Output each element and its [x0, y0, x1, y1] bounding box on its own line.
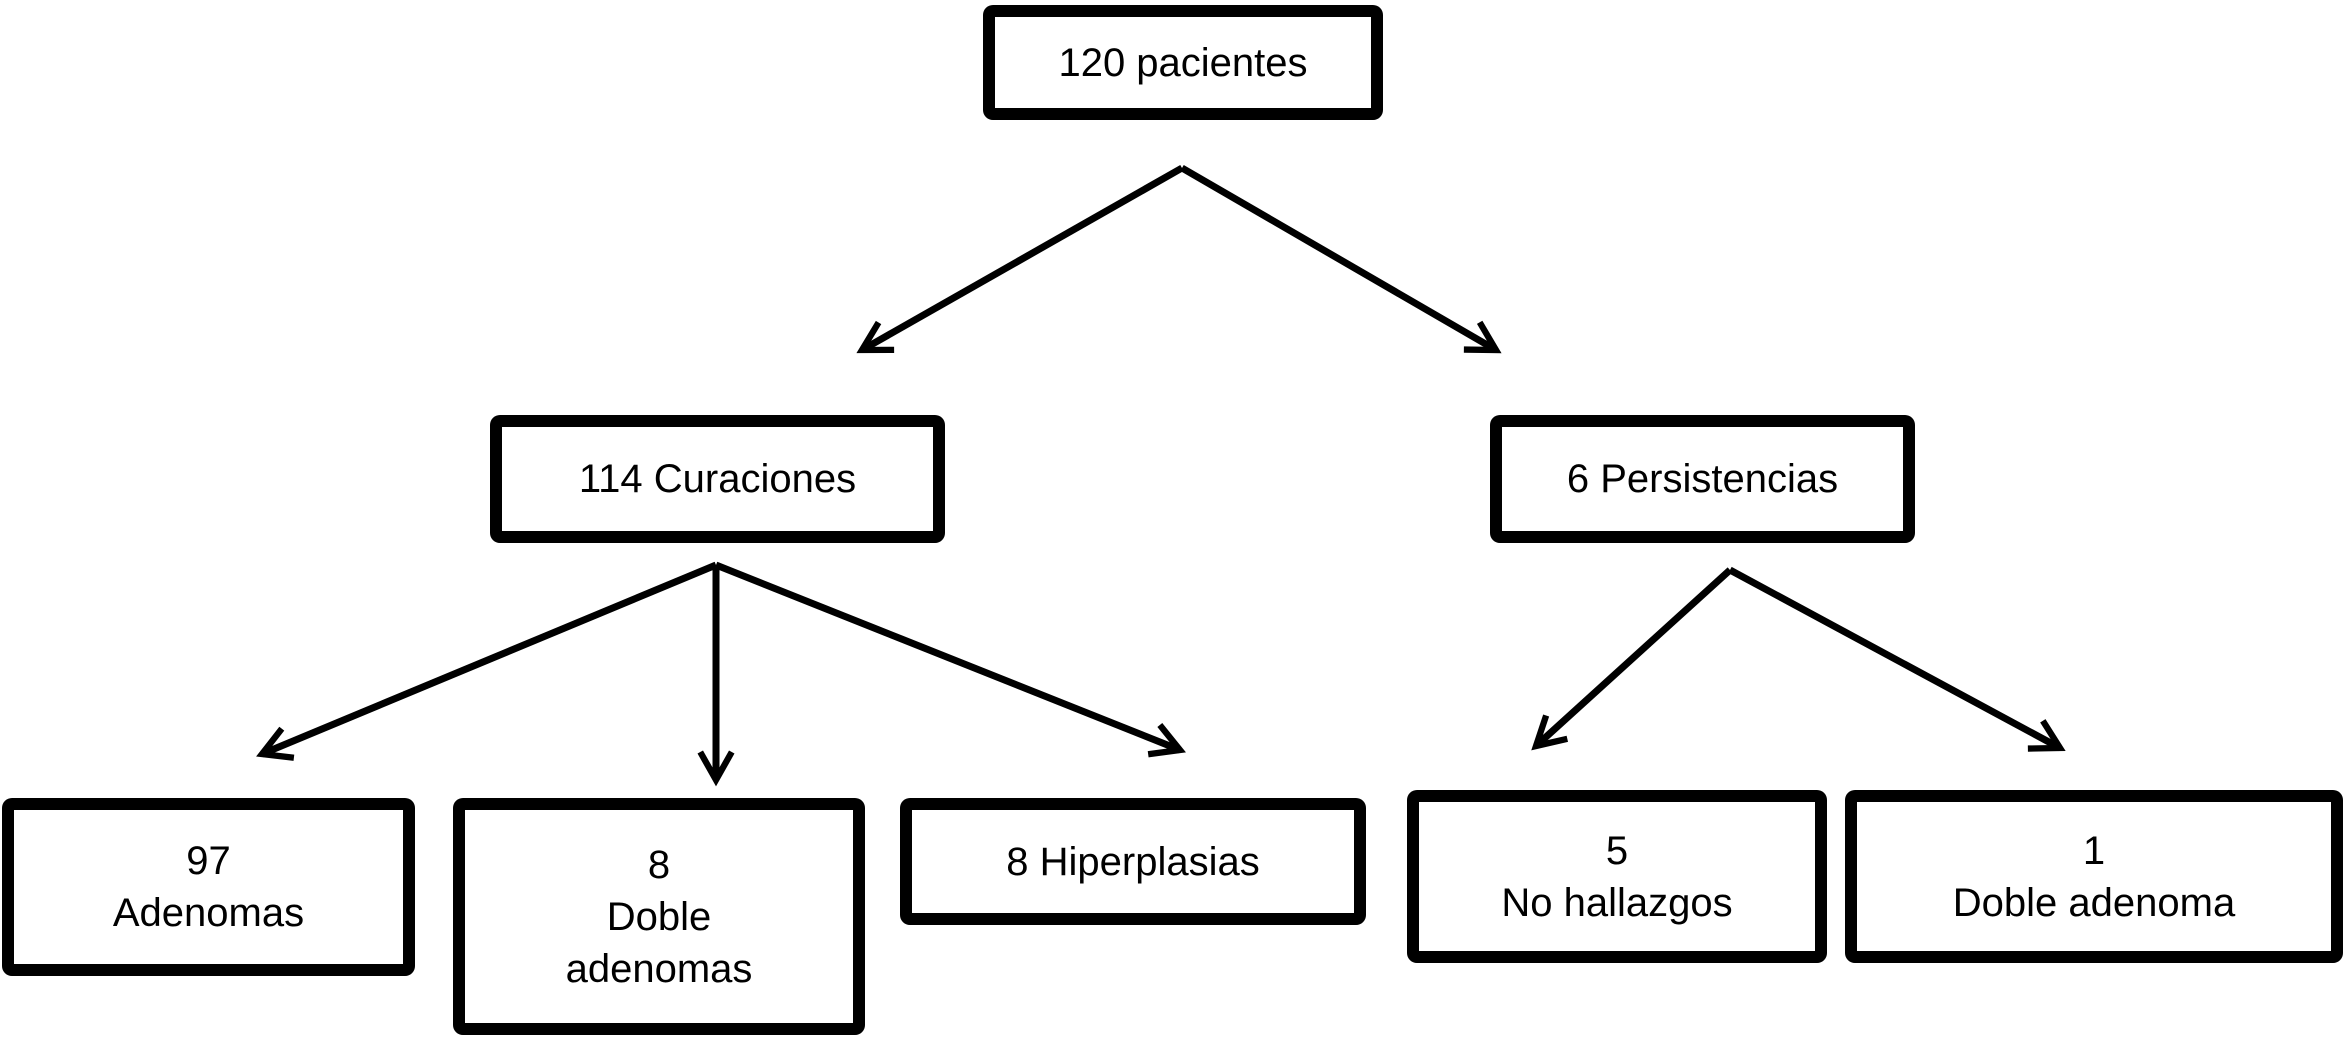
- node-pacientes: 120 pacientes: [983, 5, 1383, 120]
- arrow-pacientes-to-persistencias: [1180, 164, 1502, 354]
- node-persistencias-label: 6 Persistencias: [1566, 457, 1839, 501]
- node-hiperplasias: 8 Hiperplasias: [900, 798, 1366, 925]
- node-adenomas: 97 Adenomas: [2, 798, 415, 976]
- node-doble-adenomas-label-2: adenomas: [565, 946, 753, 991]
- node-doble-adenoma: 1 Doble adenoma: [1845, 790, 2343, 963]
- node-curaciones-label: 114 Curaciones: [578, 457, 857, 501]
- node-doble-adenomas-label-1: Doble: [606, 894, 712, 939]
- node-adenomas-count: 97: [186, 839, 231, 883]
- arrow-persistencias-to-doble-adenoma: [1728, 566, 2066, 752]
- arrow-curaciones-to-hiperplasias: [714, 561, 1186, 758]
- arrow-persistencias-to-no-hallazgos: [1531, 567, 1733, 751]
- node-no-hallazgos-label: No hallazgos: [1501, 880, 1733, 925]
- node-doble-adenomas-count: 8: [647, 842, 671, 887]
- arrow-pacientes-to-curaciones: [856, 164, 1184, 354]
- node-doble-adenomas: 8 Doble adenomas: [453, 798, 865, 1035]
- node-no-hallazgos-count: 5: [1605, 828, 1629, 873]
- node-hiperplasias-label: 8 Hiperplasias: [1006, 839, 1260, 884]
- node-persistencias: 6 Persistencias: [1490, 415, 1915, 543]
- node-pacientes-label: 120 pacientes: [1058, 40, 1308, 85]
- node-no-hallazgos: 5 No hallazgos: [1407, 790, 1827, 963]
- node-curaciones: 114 Curaciones: [490, 415, 945, 543]
- node-doble-adenoma-count: 1: [2082, 828, 2106, 873]
- node-adenomas-label: Adenomas: [112, 891, 305, 935]
- arrow-curaciones-to-adenomas: [256, 561, 718, 761]
- node-doble-adenoma-label: Doble adenoma: [1952, 880, 2236, 925]
